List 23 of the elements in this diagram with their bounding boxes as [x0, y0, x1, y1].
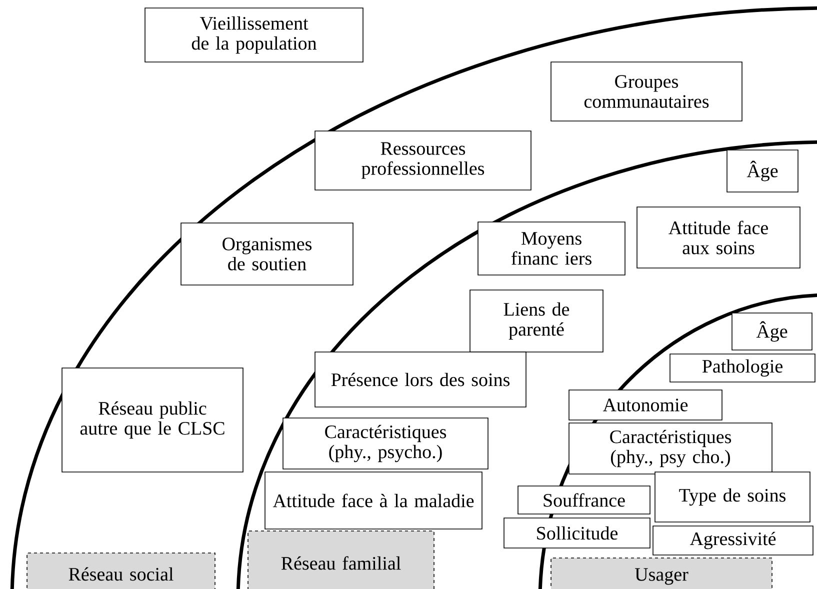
factor-box: Organismes de soutien — [180, 222, 354, 286]
factor-box: Type de soins — [654, 472, 810, 522]
factor-box: Groupes communautaires — [550, 62, 742, 122]
factor-box: Attitude face à la maladie — [264, 472, 482, 530]
factor-box: Caractéristiques (phy., psycho.) — [282, 418, 488, 470]
factor-box: Agressivité — [652, 526, 814, 556]
factor-box: Âge — [732, 312, 812, 350]
factor-box: Réseau public autre que le CLSC — [62, 368, 244, 472]
factor-box: Souffrance — [518, 486, 650, 514]
network-label-box: Réseau social — [26, 552, 216, 589]
factor-box: Présence lors des soins — [314, 352, 526, 408]
factor-box: Autonomie — [568, 390, 722, 420]
factor-box: Liens de parenté — [470, 290, 604, 352]
factor-box: Moyens financ iers — [478, 222, 626, 276]
factor-box: Pathologie — [670, 354, 816, 382]
factor-box: Attitude face aux soins — [636, 206, 800, 268]
factor-box: Vieillissement de la population — [144, 8, 364, 62]
factor-box: Caractéristiques (phy., psy cho.) — [568, 422, 772, 474]
network-label-box: Réseau familial — [248, 530, 434, 589]
network-label-box: Usager — [550, 558, 772, 589]
factor-box: Sollicitude — [504, 518, 650, 548]
factor-box: Ressources professionnelles — [314, 130, 532, 190]
factor-box: Âge — [726, 150, 798, 192]
